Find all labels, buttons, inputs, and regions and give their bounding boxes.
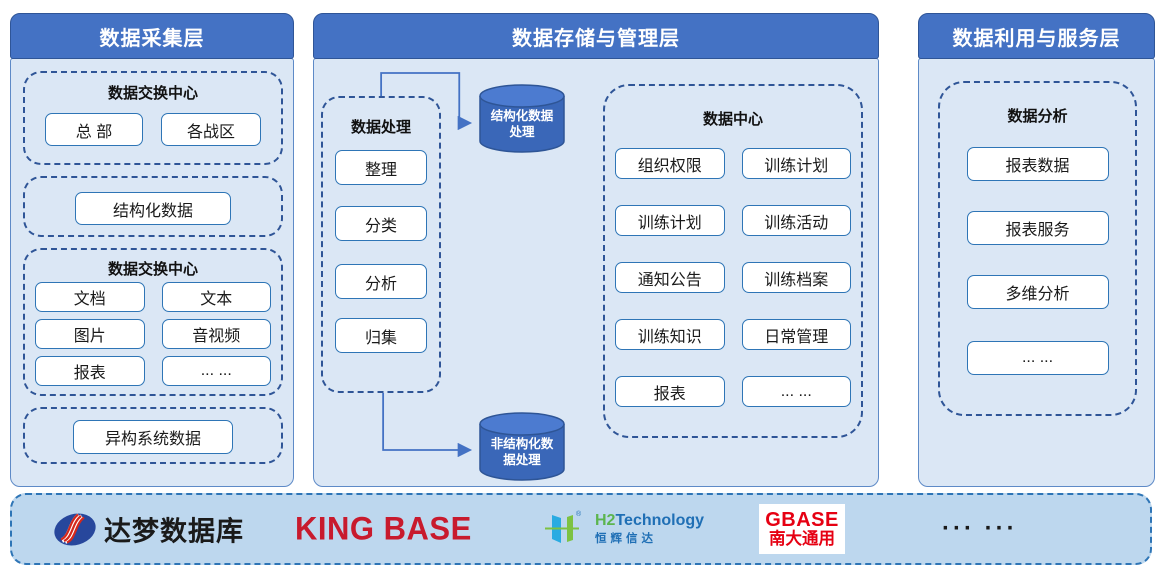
database-vendor-bar: 达梦数据库 KING BASE ® H2Technology 恒辉信达 GBAS…	[10, 493, 1152, 565]
cylinder-label-line1: 非结构化数	[490, 437, 554, 451]
database-cylinder-icon	[479, 412, 565, 481]
box-documents: 文档	[35, 282, 145, 312]
group-title: 数据中心	[702, 111, 763, 128]
h2-logo-subtext: 恒辉信达	[595, 532, 657, 545]
vendor-h2technology: ® H2Technology 恒辉信达	[545, 508, 704, 550]
cylinder-label-line2: 据处理	[503, 452, 541, 467]
box-text: 文本	[161, 282, 271, 312]
layer-collection-panel: 数据交换中心 总 部 各战区 结构化数据 数据交换中心 文档 文本 图片 音视频	[10, 58, 294, 487]
layer-service-panel: 数据分析 报表数据 报表服务 多维分析 ... ...	[918, 58, 1155, 487]
box-training-plan-a: 训练计划	[741, 148, 851, 179]
cylinder-structured-processing: 结构化数据 处理	[478, 83, 566, 155]
group-data-analysis: 数据分析 报表数据 报表服务 多维分析 ... ...	[938, 81, 1137, 416]
box-org-permissions: 组织权限	[615, 148, 725, 179]
group-data-center: 数据中心 组织权限 训练计划 训练计划 训练活动 通知公告 训练档案 训练知识 …	[603, 84, 863, 438]
h2technology-logo-icon: ®	[545, 510, 582, 543]
gbase-logo: GBASE 南大通用	[759, 504, 845, 554]
box-notices: 通知公告	[615, 262, 725, 293]
box-images: 图片	[35, 319, 145, 349]
box-organize: 整理	[335, 150, 427, 185]
box-more: ... ...	[966, 341, 1109, 375]
layer-storage: 数据存储与管理层 数据处理 整理 分类 分析 归集	[313, 13, 879, 487]
group-title: 数据分析	[1007, 108, 1068, 125]
cylinder-label-line1: 结构化数据	[490, 109, 554, 123]
group-heterogeneous: 异构系统数据	[23, 407, 283, 464]
box-report-data: 报表数据	[966, 147, 1109, 181]
gbase-logo-line2: 南大通用	[769, 529, 835, 548]
box-reports: 报表	[615, 376, 725, 407]
box-more: ... ...	[741, 376, 851, 407]
vendor-dm: 达梦数据库	[52, 510, 244, 549]
layer-service: 数据利用与服务层 数据分析 报表数据 报表服务 多维分析 ... ...	[918, 13, 1155, 487]
cylinder-label-line2: 处理	[509, 124, 535, 139]
box-audio-video: 音视频	[161, 319, 271, 349]
cylinder-unstructured-processing: 非结构化数 据处理	[478, 411, 566, 483]
dm-logo-text: 达梦数据库	[104, 516, 244, 547]
database-cylinder-icon	[479, 84, 565, 153]
layer-service-header: 数据利用与服务层	[918, 13, 1155, 59]
vendor-more: ··· ···	[942, 515, 1018, 543]
box-training-knowledge: 训练知识	[615, 319, 725, 350]
group-exchange-center-top: 数据交换中心 总 部 各战区	[23, 71, 283, 165]
box-reports: 报表	[35, 356, 145, 386]
box-analyze: 分析	[335, 264, 427, 299]
group-title: 数据交换中心	[107, 85, 198, 102]
box-training-archives: 训练档案	[741, 262, 851, 293]
box-collect: 归集	[335, 318, 427, 353]
box-theaters: 各战区	[161, 113, 261, 146]
box-classify: 分类	[335, 206, 427, 241]
layer-collection: 数据采集层 数据交换中心 总 部 各战区 结构化数据 数据交换中心 文档 文本	[10, 13, 294, 487]
box-structured-data: 结构化数据	[75, 192, 231, 225]
vendor-kingbase: KING BASE	[295, 510, 472, 547]
box-headquarters: 总 部	[45, 113, 143, 146]
box-training-plan-b: 训练计划	[615, 205, 725, 236]
h2-logo-text-h2: H2	[595, 512, 616, 530]
box-training-activity: 训练活动	[741, 205, 851, 236]
box-heterogeneous-data: 异构系统数据	[73, 420, 233, 454]
box-daily-management: 日常管理	[741, 319, 851, 350]
box-more: ... ...	[161, 356, 271, 386]
group-title: 数据交换中心	[107, 261, 198, 278]
svg-text:®: ®	[576, 510, 582, 518]
group-data-processing: 数据处理 整理 分类 分析 归集	[321, 96, 441, 393]
dm-logo-icon	[54, 513, 96, 545]
vendor-gbase: GBASE 南大通用	[759, 504, 845, 554]
gbase-logo-line1: GBASE	[765, 508, 839, 531]
layer-storage-panel: 数据处理 整理 分类 分析 归集 结构化数据 处理	[313, 58, 879, 487]
layer-collection-header: 数据采集层	[10, 13, 294, 59]
group-exchange-center-bottom: 数据交换中心 文档 文本 图片 音视频 报表 ... ...	[23, 248, 283, 396]
h2-logo-text-technology: Technology	[615, 512, 705, 530]
kingbase-logo-text: KING BASE	[295, 510, 472, 547]
layer-storage-header: 数据存储与管理层	[313, 13, 879, 59]
more-vendors-ellipsis: ··· ···	[942, 515, 1018, 542]
box-report-service: 报表服务	[966, 211, 1109, 245]
group-structured-data: 结构化数据	[23, 176, 283, 237]
group-title: 数据处理	[350, 119, 411, 136]
box-multidim-analysis: 多维分析	[966, 275, 1109, 309]
